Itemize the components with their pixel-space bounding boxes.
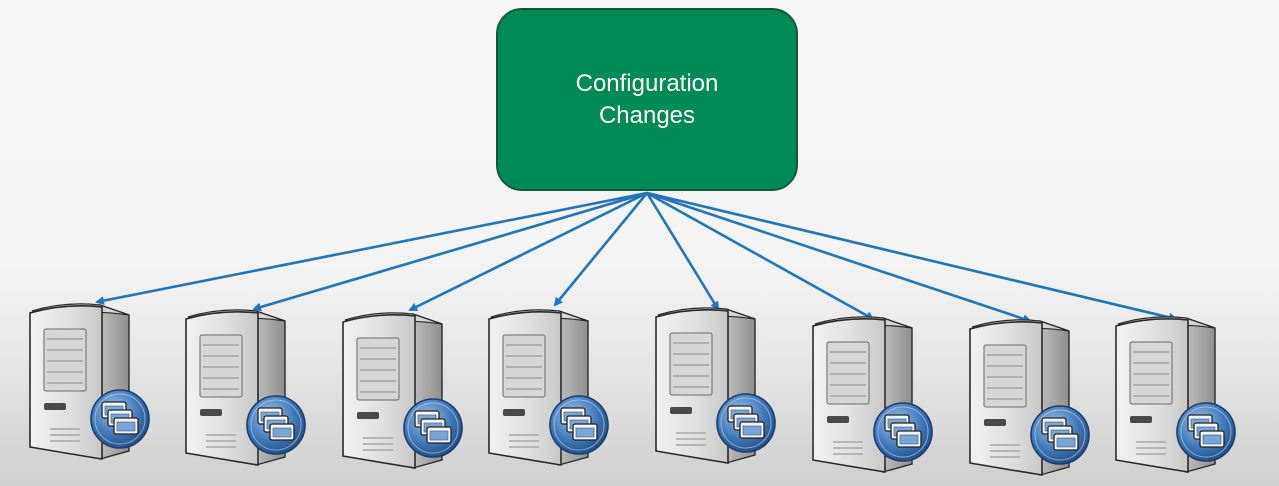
arrow-1 (95, 191, 648, 306)
folders-badge-icon (716, 393, 776, 453)
server-tower-icon (488, 309, 589, 466)
folders-badge-icon (873, 402, 933, 462)
server-tower-icon (969, 319, 1070, 476)
folders-badge-icon (1030, 405, 1090, 465)
configuration-changes-node: Configuration Changes (496, 8, 798, 191)
server-group (29, 303, 1236, 476)
arrow-4 (553, 192, 649, 307)
arrow-5 (645, 192, 720, 311)
folders-badge-icon (90, 389, 150, 449)
folders-badge-icon (403, 398, 463, 458)
folders-badge-icon (549, 395, 609, 455)
server-tower-icon (29, 303, 130, 460)
arrow-8 (646, 191, 1178, 322)
node-label-line2: Changes (598, 101, 696, 129)
arrow-6 (646, 191, 875, 321)
folders-badge-icon (1176, 402, 1236, 462)
folders-badge-icon (246, 395, 306, 455)
arrow-group (95, 191, 1178, 324)
arrow-7 (646, 191, 1032, 324)
arrow-3 (408, 191, 648, 312)
arrow-2 (252, 191, 648, 312)
node-label-line1: Configuration (575, 69, 719, 97)
